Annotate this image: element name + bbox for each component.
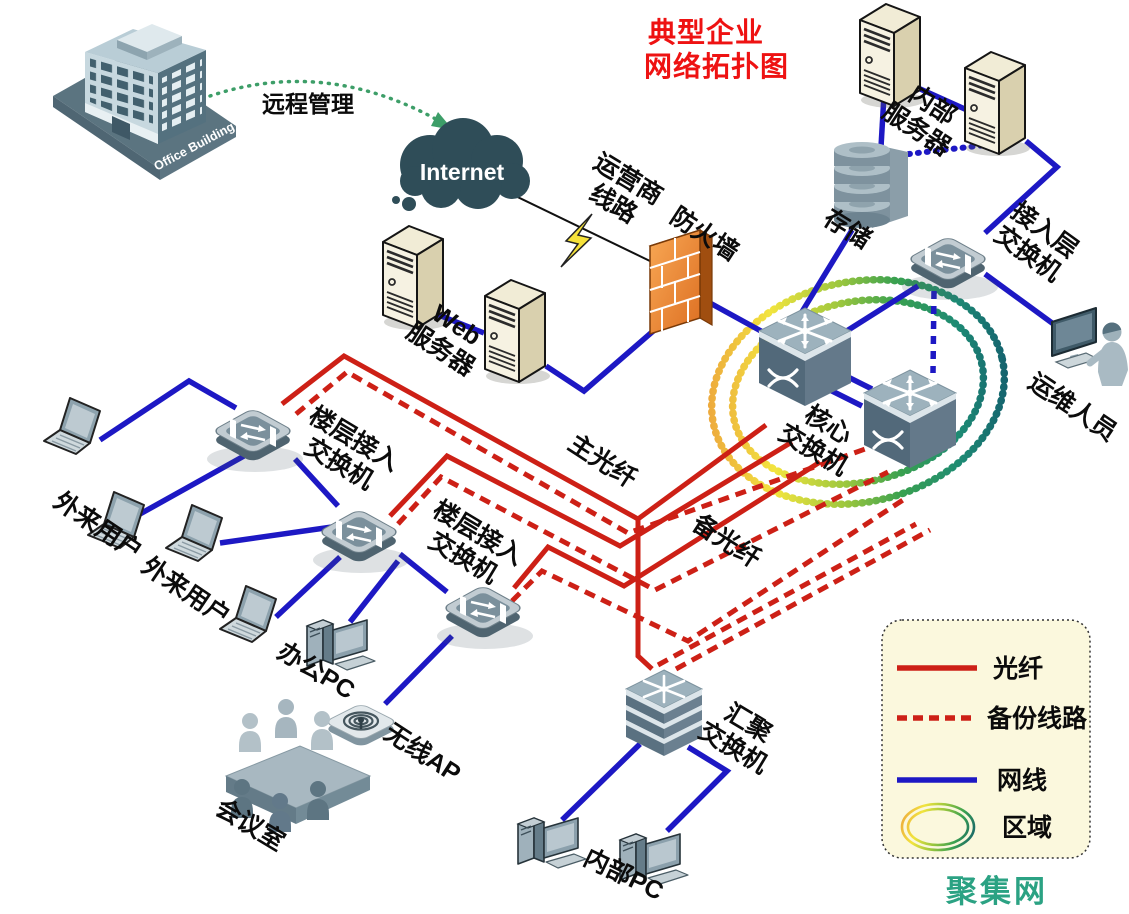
lan-line-serverB-accessswitch bbox=[983, 138, 1062, 236]
core-switch-label: 核心 交换机 bbox=[774, 399, 857, 481]
ops-staff-icon bbox=[1052, 308, 1128, 386]
internal-pc-1-icon bbox=[517, 817, 587, 869]
fiber-branch-core1 bbox=[636, 422, 768, 522]
internal-server-2-icon bbox=[963, 50, 1032, 158]
lan-line-storage-core1 bbox=[797, 228, 855, 317]
legend-ring-icon bbox=[900, 802, 976, 852]
office-building-icon: Office Building bbox=[53, 24, 237, 180]
backup-lines bbox=[294, 368, 932, 672]
remote-management-arc bbox=[208, 79, 450, 128]
lan-dashed-accessswitch-core2 bbox=[930, 290, 937, 374]
floor-switch-1-label: 楼层接入 交换机 bbox=[300, 401, 404, 495]
backup-floorswitch3-core2 bbox=[510, 495, 908, 644]
legend-backup-label: 备份线路 bbox=[986, 704, 1088, 733]
fiber-lines bbox=[280, 353, 822, 671]
internet-label: Internet bbox=[420, 159, 505, 185]
remote-management-label: 远程管理 bbox=[262, 91, 354, 117]
wireless-ap-label: 无线AP bbox=[379, 718, 466, 788]
legend-fiber-label: 光纤 bbox=[992, 655, 1043, 683]
fiber-floorswitch2-core bbox=[388, 439, 794, 549]
isp-line bbox=[502, 189, 653, 263]
lan-line-floorswitch3-ap bbox=[383, 634, 454, 706]
legend-area-label: 区域 bbox=[1002, 814, 1052, 842]
floor-switch-1-icon bbox=[205, 407, 305, 474]
firewall-icon bbox=[648, 228, 714, 336]
fiber-floorswitch3-core bbox=[512, 459, 822, 590]
external-laptop-1-icon bbox=[43, 397, 101, 455]
legend-box bbox=[881, 619, 1091, 859]
lan-line-serverA-serverB bbox=[916, 85, 969, 113]
external-users-2-label: 外来用户 bbox=[137, 551, 236, 631]
lan-line-agg-pc1 bbox=[560, 742, 642, 822]
floor-switch-2-icon bbox=[311, 508, 411, 575]
lan-line-laptopA-floorswitch1 bbox=[98, 377, 238, 443]
legend: 光纤 备份线路 网线 区域 bbox=[881, 619, 1091, 859]
svg-text:无线AP: 无线AP bbox=[379, 718, 466, 788]
external-laptop-3-icon bbox=[165, 504, 223, 562]
access-layer-switch-label: 接入层 交换机 bbox=[989, 197, 1083, 287]
lan-line-accessswitch-ops bbox=[983, 271, 1065, 334]
aggregation-switch-label: 汇聚 交换机 bbox=[694, 698, 778, 779]
internet-cloud-icon: Internet bbox=[392, 118, 530, 211]
lightning-bolt-icon bbox=[560, 213, 593, 268]
lan-line-floorswitch1-floorswitch2 bbox=[292, 457, 341, 508]
lan-line-webserver2-firewall bbox=[544, 323, 661, 395]
lan-line-officepc-floorswitch2 bbox=[347, 559, 401, 624]
backup-agg-core2-a bbox=[656, 521, 918, 668]
svg-text:外来用户: 外来用户 bbox=[137, 551, 236, 631]
lan-line-laptopC-floorswitch2 bbox=[219, 524, 333, 546]
web-server-2-icon bbox=[483, 278, 552, 386]
title-line-2: 网络拓扑图 bbox=[644, 50, 789, 82]
backup-agg-core2-b bbox=[674, 527, 932, 672]
legend-lan-label: 网线 bbox=[997, 766, 1047, 795]
lan-line-core1-core2-b bbox=[826, 386, 864, 409]
diagram-title: 典型企业 网络拓扑图 bbox=[644, 16, 789, 82]
core-area-ring bbox=[707, 276, 1009, 508]
lan-line-agg-pc2 bbox=[665, 744, 732, 833]
backup-floorswitch2-core2 bbox=[396, 469, 890, 593]
isp-line-label: 运营商 线路 bbox=[585, 147, 668, 229]
title-line-1: 典型企业 bbox=[648, 16, 764, 48]
access-layer-switch-icon bbox=[900, 235, 1000, 302]
watermark: 聚集网 bbox=[945, 874, 1048, 909]
